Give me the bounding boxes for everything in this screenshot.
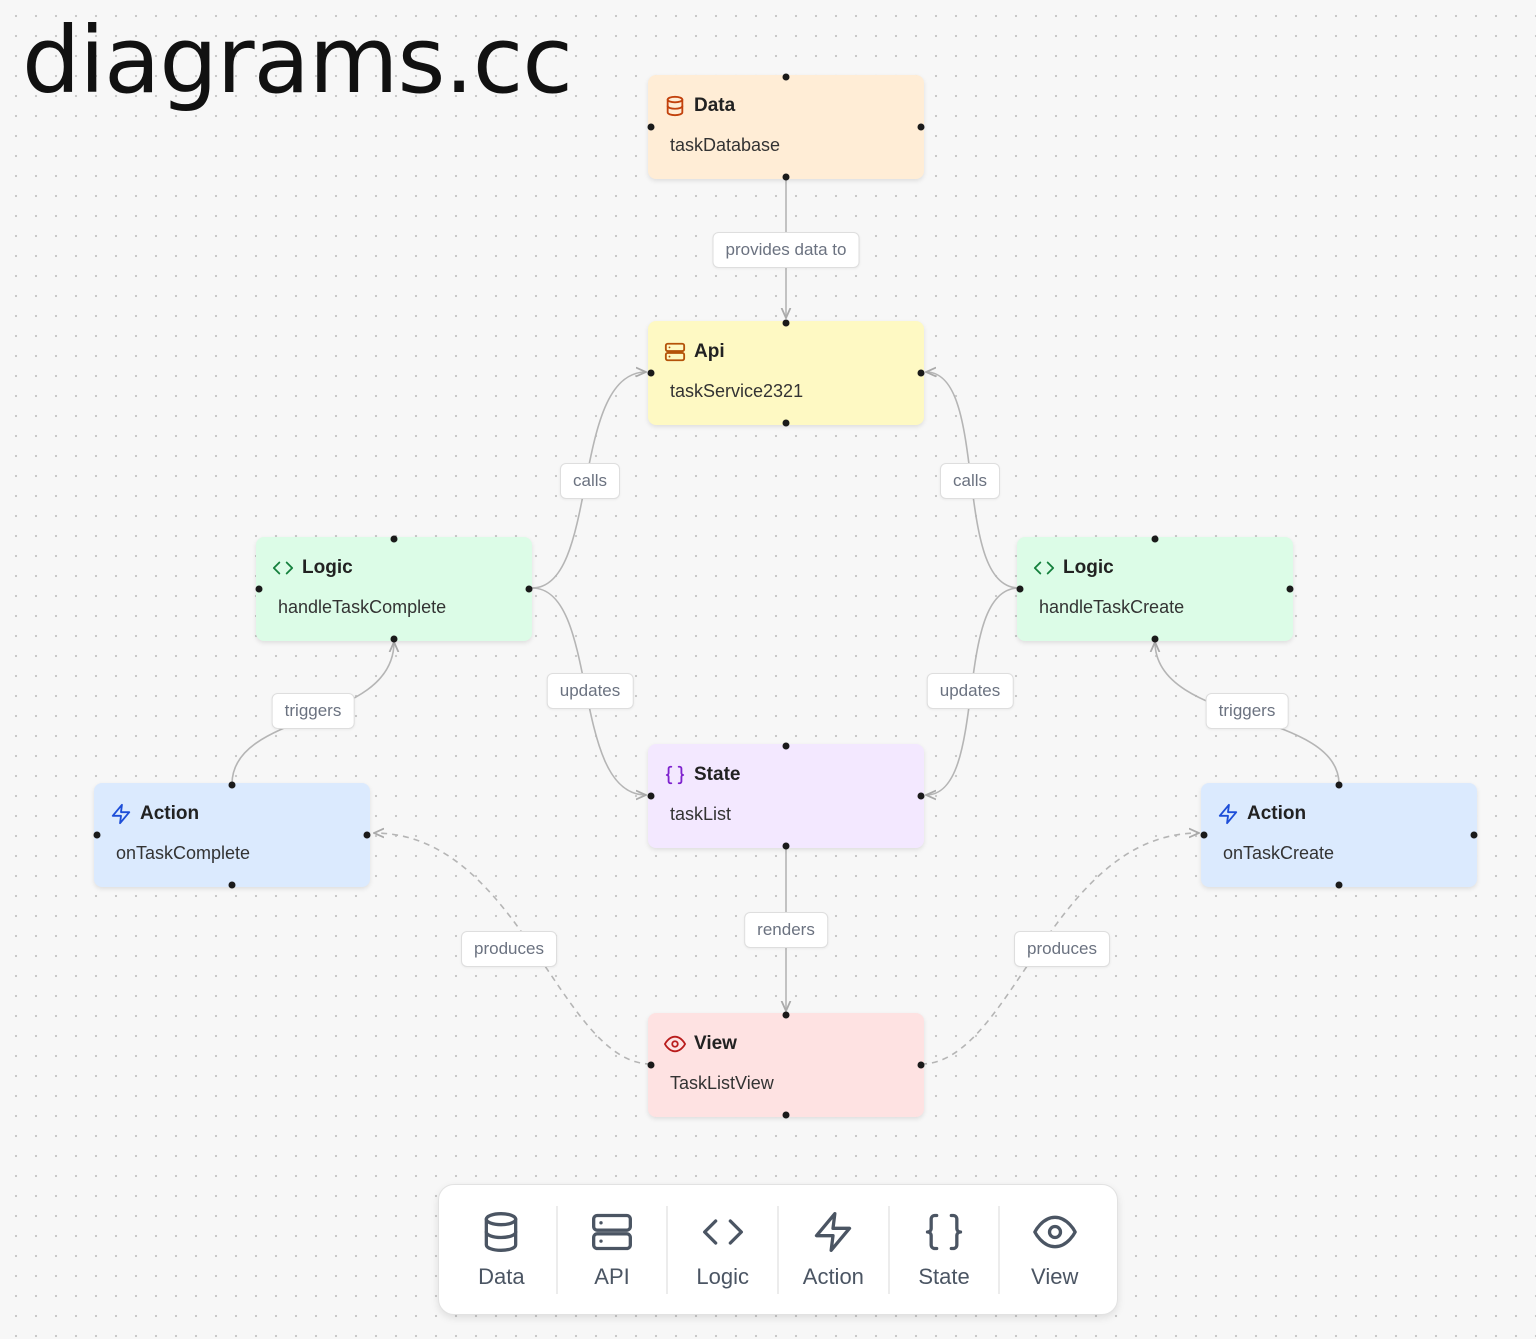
eye-icon [1032,1215,1077,1248]
node-name: taskService2321 [670,381,804,401]
palette-item-data[interactable]: Data [447,1205,558,1294]
connection-handle[interactable] [917,123,925,131]
code-icon [272,561,294,575]
palette-item-logic[interactable]: Logic [668,1205,780,1294]
connection-handle[interactable] [1335,881,1343,889]
node-name: taskList [670,804,732,824]
node-type: Action [1247,803,1307,824]
edge-label-renders[interactable]: renders [744,912,828,948]
node-type: Data [694,95,736,116]
node-type: Logic [302,557,353,578]
server-icon [664,342,686,362]
connection-handle[interactable] [782,842,790,850]
node-data[interactable]: Data taskDatabase [648,75,924,179]
connection-handle[interactable] [917,369,925,377]
edge-label-triggers-right[interactable]: triggers [1205,693,1289,729]
node-state[interactable]: State taskList [648,744,924,848]
connection-handle[interactable] [1470,831,1478,839]
node-palette: Data API Logic Action State View [438,1184,1118,1315]
connection-handle[interactable] [782,173,790,181]
node-api[interactable]: Api taskService2321 [648,321,924,425]
edge-label-calls-left[interactable]: calls [559,463,621,499]
connection-handle[interactable] [93,831,101,839]
node-name: TaskListView [670,1073,774,1093]
connection-handle[interactable] [647,792,655,800]
braces-icon [665,765,685,785]
connection-handle[interactable] [255,585,263,593]
palette-label: Logic [696,1263,749,1289]
palette-label: Data [478,1263,525,1289]
connection-handle[interactable] [1016,585,1024,593]
lightning-icon [1218,803,1238,825]
node-action-create[interactable]: Action onTaskCreate [1201,783,1477,887]
connection-handle[interactable] [782,1111,790,1119]
edge-label-calls-right[interactable]: calls [939,463,1001,499]
connection-handle[interactable] [390,635,398,643]
logo: diagrams.cc [22,7,573,114]
node-type: Logic [1063,557,1114,578]
edge-label-triggers-left[interactable]: triggers [271,693,355,729]
connection-handle[interactable] [917,792,925,800]
node-view[interactable]: View TaskListView [648,1013,924,1117]
node-name: taskDatabase [670,135,781,155]
server-icon [592,1213,632,1250]
edge-label-updates-left[interactable]: updates [546,673,634,709]
edge-label-produces-left[interactable]: produces [461,931,557,967]
lightning-icon [111,803,131,825]
palette-item-action[interactable]: Action [779,1205,890,1294]
connection-handle[interactable] [1286,585,1294,593]
connection-handle[interactable] [1151,535,1159,543]
edge-label-updates-right[interactable]: updates [926,673,1014,709]
edge-label-produces-right[interactable]: produces [1014,931,1110,967]
palette-label: API [594,1263,630,1289]
connection-handle[interactable] [1151,635,1159,643]
lightning-icon [815,1211,852,1252]
braces-icon [925,1213,963,1250]
node-name: onTaskCreate [1223,843,1335,863]
palette-item-view[interactable]: View [1000,1206,1109,1294]
connection-handle[interactable] [647,123,655,131]
node-action-complete[interactable]: Action onTaskComplete [94,783,370,887]
palette-label: State [918,1263,970,1289]
connection-handle[interactable] [647,1061,655,1069]
connection-handle[interactable] [525,585,533,593]
connection-handle[interactable] [782,1011,790,1019]
node-logic-complete[interactable]: Logic handleTaskComplete [256,537,532,641]
palette-label: Action [802,1263,864,1289]
connection-handle[interactable] [782,73,790,81]
connection-handle[interactable] [782,319,790,327]
connection-handle[interactable] [1200,831,1208,839]
edge-label-provides[interactable]: provides data to [712,232,860,268]
connection-handle[interactable] [647,369,655,377]
connection-handle[interactable] [782,742,790,750]
node-name: handleTaskComplete [278,597,447,617]
connection-handle[interactable] [228,781,236,789]
code-icon [1033,561,1055,575]
node-logic-create[interactable]: Logic handleTaskCreate [1017,537,1293,641]
node-type: Action [140,803,200,824]
node-type: Api [694,341,725,362]
eye-icon [664,1035,686,1053]
connection-handle[interactable] [1335,781,1343,789]
database-icon [485,1211,518,1252]
connection-handle[interactable] [363,831,371,839]
code-icon [702,1218,743,1245]
node-type: View [694,1033,737,1054]
node-type: State [694,764,741,785]
node-name: handleTaskCreate [1039,597,1185,617]
connection-handle[interactable] [917,1061,925,1069]
palette-item-state[interactable]: State [890,1205,1001,1294]
database-icon [666,95,684,117]
connection-handle[interactable] [390,535,398,543]
connection-handle[interactable] [782,419,790,427]
node-name: onTaskComplete [116,843,251,863]
palette-label: View [1031,1263,1079,1289]
palette-item-api[interactable]: API [558,1205,669,1294]
connection-handle[interactable] [228,881,236,889]
